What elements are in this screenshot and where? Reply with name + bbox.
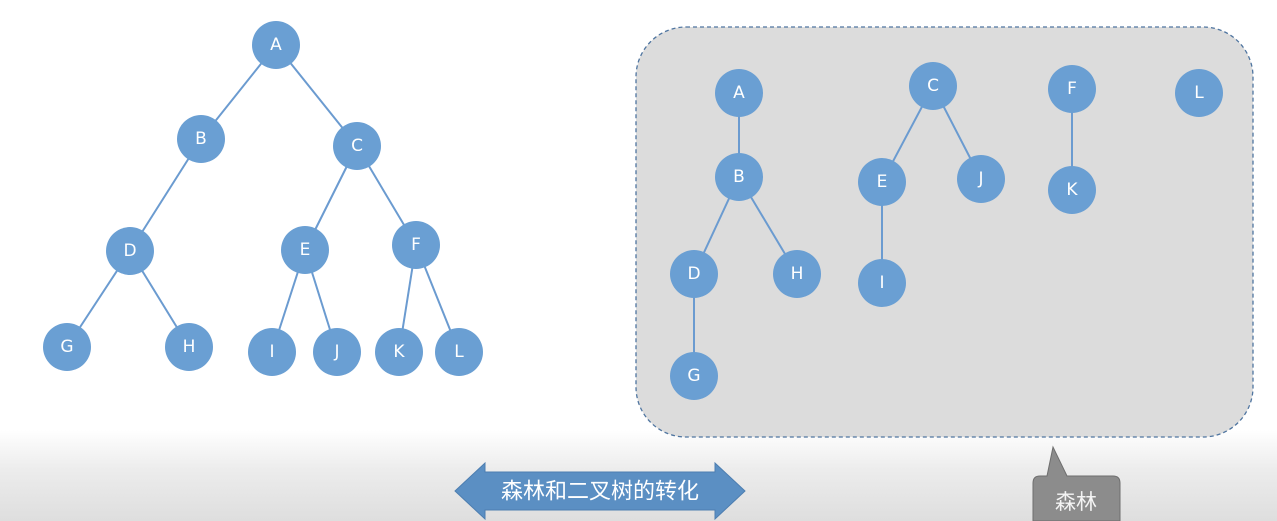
node-circle — [177, 115, 225, 163]
node-circle — [375, 328, 423, 376]
node-label: F — [1067, 79, 1077, 99]
forest-node-A: A — [715, 69, 763, 117]
forest-node-F: F — [1048, 65, 1096, 113]
node-circle — [909, 62, 957, 110]
binary-tree-node-E: E — [281, 226, 329, 274]
node-circle — [858, 158, 906, 206]
forest-node-G: G — [670, 352, 718, 400]
binary-tree-node-I: I — [248, 328, 296, 376]
binary-tree-node-C: C — [333, 122, 381, 170]
node-label: J — [977, 169, 983, 189]
node-label: D — [123, 241, 136, 261]
node-label: L — [454, 342, 464, 362]
node-label: G — [60, 337, 73, 357]
node-label: B — [733, 167, 745, 187]
node-circle — [1048, 65, 1096, 113]
forest-callout: 森林 — [1032, 445, 1121, 521]
node-circle — [957, 155, 1005, 203]
node-label: B — [195, 129, 207, 149]
forest-node-E: E — [858, 158, 906, 206]
forest-node-B: B — [715, 153, 763, 201]
binary-tree-node-A: A — [252, 21, 300, 69]
node-circle — [1048, 166, 1096, 214]
forest-node-K: K — [1048, 166, 1096, 214]
node-circle — [165, 323, 213, 371]
binary-tree-node-K: K — [375, 328, 423, 376]
node-label: J — [333, 342, 339, 362]
node-label: A — [270, 35, 282, 55]
forest-node-C: C — [909, 62, 957, 110]
node-label: C — [927, 76, 939, 96]
node-label: D — [687, 264, 700, 284]
node-circle — [715, 69, 763, 117]
node-label: E — [300, 240, 311, 260]
node-label: H — [791, 264, 804, 284]
callout-label: 森林 — [1055, 490, 1097, 514]
forest-container — [635, 26, 1254, 438]
forest-node-H: H — [773, 250, 821, 298]
node-circle — [333, 122, 381, 170]
node-circle — [281, 226, 329, 274]
forest-node-J: J — [957, 155, 1005, 203]
node-circle — [773, 250, 821, 298]
node-circle — [435, 328, 483, 376]
node-circle — [313, 328, 361, 376]
binary-tree-node-F: F — [392, 221, 440, 269]
node-circle — [670, 250, 718, 298]
forest-node-D: D — [670, 250, 718, 298]
binary-tree-node-G: G — [43, 323, 91, 371]
binary-tree-node-L: L — [435, 328, 483, 376]
node-label: I — [879, 273, 884, 293]
node-label: K — [393, 342, 405, 362]
node-label: H — [183, 337, 196, 357]
binary-tree-node-D: D — [106, 227, 154, 275]
binary-tree-node-B: B — [177, 115, 225, 163]
binary-tree-node-J: J — [313, 328, 361, 376]
node-circle — [43, 323, 91, 371]
forest-node-I: I — [858, 259, 906, 307]
forest-node-L: L — [1175, 69, 1223, 117]
binary-tree-node-H: H — [165, 323, 213, 371]
node-label: A — [733, 83, 745, 103]
node-label: F — [411, 235, 421, 255]
node-circle — [248, 328, 296, 376]
arrow-label: 森林和二叉树的转化 — [501, 480, 699, 505]
node-circle — [670, 352, 718, 400]
node-label: L — [1194, 83, 1204, 103]
node-circle — [392, 221, 440, 269]
node-circle — [106, 227, 154, 275]
node-label: K — [1066, 180, 1078, 200]
node-circle — [252, 21, 300, 69]
node-circle — [858, 259, 906, 307]
node-label: E — [877, 172, 888, 192]
node-label: C — [351, 136, 363, 156]
node-circle — [715, 153, 763, 201]
conversion-double-arrow: 森林和二叉树的转化 — [454, 461, 746, 521]
node-label: I — [269, 342, 274, 362]
node-circle — [1175, 69, 1223, 117]
node-label: G — [687, 366, 700, 386]
